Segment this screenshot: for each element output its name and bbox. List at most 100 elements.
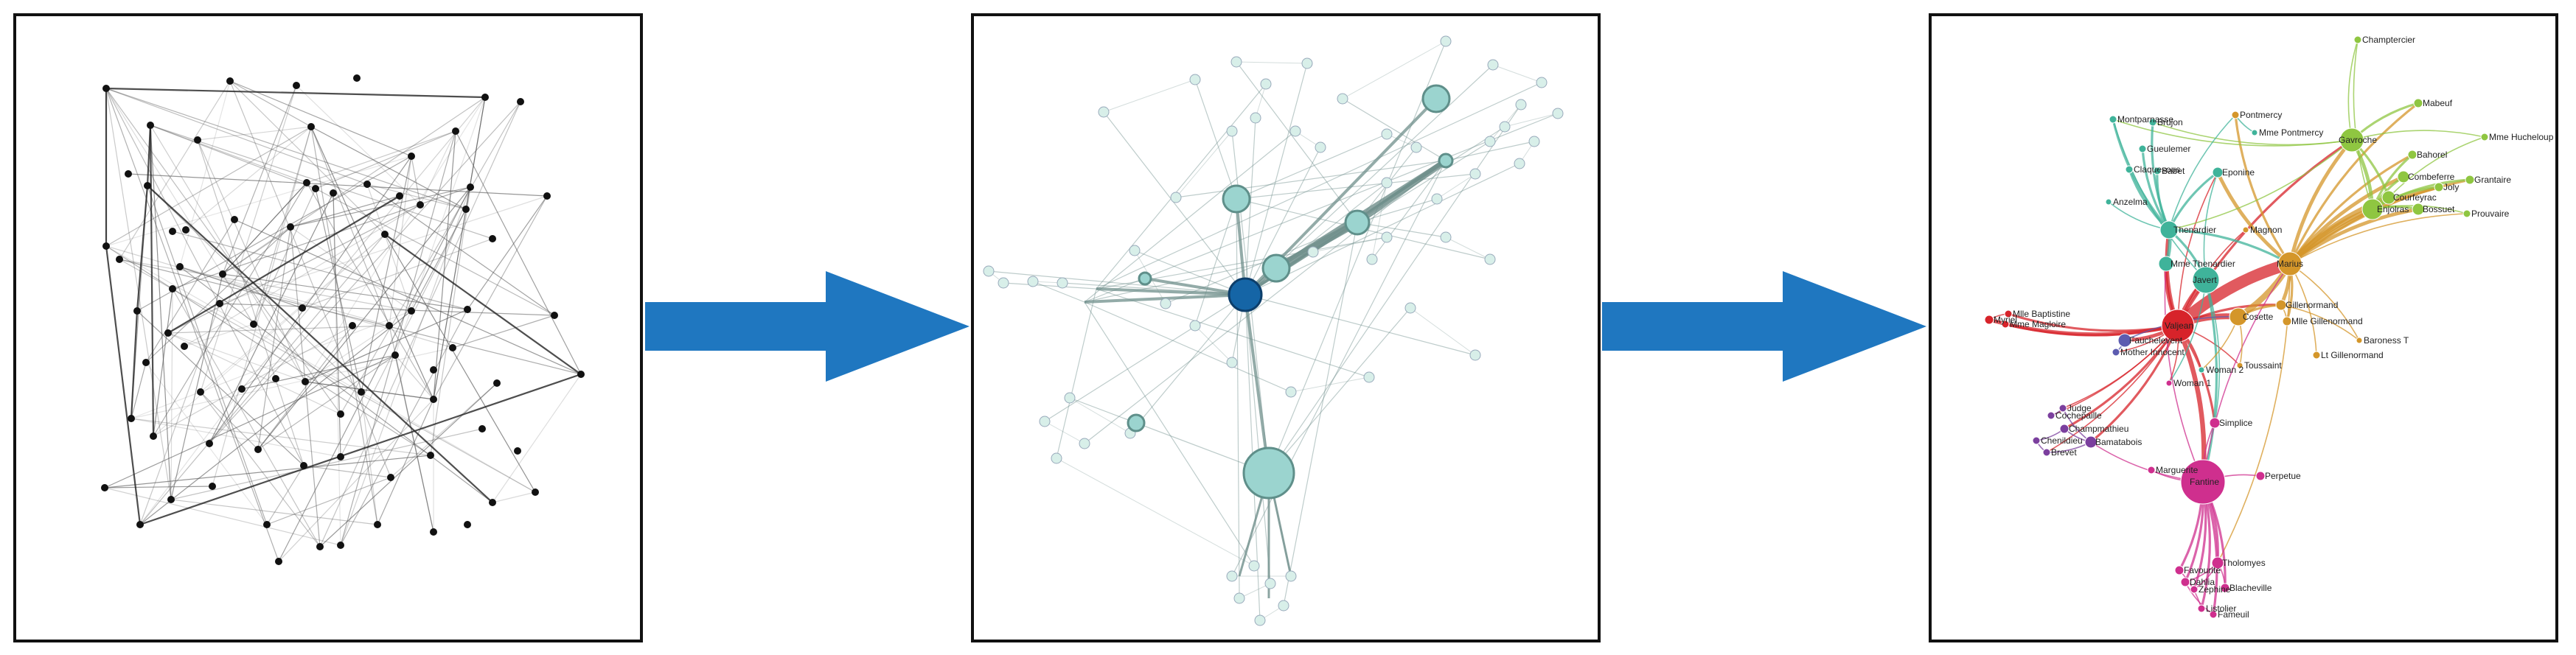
random-edge	[340, 186, 471, 546]
community-node	[2105, 198, 2112, 206]
random-edge-strong	[384, 234, 582, 375]
force-node	[1127, 413, 1146, 432]
random-edge	[105, 88, 341, 415]
force-node-small	[1260, 78, 1272, 90]
random-edge	[389, 155, 412, 326]
community-edge	[2288, 153, 2413, 265]
force-edge	[1239, 583, 1271, 599]
random-edge	[366, 183, 467, 210]
character-label: Mlle Baptistine	[2013, 309, 2070, 319]
community-node	[2197, 604, 2206, 613]
random-edge	[200, 85, 297, 393]
community-node	[2229, 307, 2248, 326]
random-edge	[257, 325, 353, 450]
random-edge	[104, 455, 431, 488]
force-edge	[1410, 307, 1476, 356]
force-layout-graph	[983, 35, 1564, 626]
random-edge	[278, 186, 471, 562]
force-edge	[1268, 41, 1447, 474]
force-node-small	[1528, 136, 1540, 147]
community-node	[2148, 118, 2157, 127]
community-edge	[2152, 122, 2353, 146]
random-edge	[310, 126, 467, 210]
random-edge	[296, 85, 421, 206]
character-label: Baroness T	[2364, 335, 2409, 346]
force-edge	[1231, 160, 1447, 577]
force-edge	[1084, 160, 1447, 444]
character-label: Cochepaille	[2055, 410, 2102, 421]
community-node	[2165, 379, 2173, 387]
force-node-small	[1431, 193, 1443, 205]
community-node	[2117, 333, 2132, 348]
random-edge-strong	[149, 125, 155, 437]
random-edge	[150, 125, 316, 189]
force-edge	[1492, 64, 1542, 83]
community-edge	[2168, 139, 2353, 231]
force-edge-strong	[1244, 294, 1270, 474]
random-edge	[105, 88, 467, 210]
random-edge	[105, 88, 254, 325]
community-edge	[2201, 279, 2218, 483]
community-node	[2032, 436, 2041, 445]
random-edge	[492, 374, 582, 503]
random-node	[478, 425, 486, 432]
community-edge	[2151, 122, 2171, 231]
force-edge	[1245, 294, 1271, 584]
random-node	[337, 410, 344, 418]
character-label: Cosette	[2243, 312, 2274, 322]
force-edge	[1236, 198, 1240, 599]
force-edge	[1312, 237, 1388, 253]
force-edge	[1268, 104, 1522, 474]
random-edge	[290, 226, 306, 382]
character-label: Gillenormand	[2286, 300, 2338, 310]
force-edge	[1134, 250, 1246, 295]
random-edge	[340, 309, 468, 546]
random-node	[349, 322, 356, 329]
community-node	[2211, 556, 2224, 570]
character-label: Mme Pontmercy	[2259, 127, 2323, 138]
force-node	[1421, 84, 1451, 113]
random-edge	[105, 88, 279, 562]
random-node	[381, 231, 389, 238]
force-node-small	[998, 277, 1009, 289]
community-node	[2251, 129, 2258, 136]
random-edge	[394, 354, 434, 400]
character-label: Fameuil	[2218, 609, 2249, 620]
random-edge	[130, 418, 341, 458]
character-label: Joly	[2443, 182, 2459, 192]
random-edge	[167, 332, 306, 382]
random-node	[417, 201, 424, 209]
force-node-small	[1129, 245, 1141, 256]
force-edge-strong	[1096, 287, 1246, 296]
community-node	[2209, 417, 2221, 429]
community-node	[2397, 170, 2410, 183]
community-edge	[2372, 178, 2471, 211]
force-node-small	[1484, 253, 1496, 265]
random-node	[514, 447, 521, 455]
community-edge	[2288, 102, 2419, 265]
community-edge	[2005, 323, 2179, 337]
random-edge	[394, 354, 434, 533]
random-edge	[304, 325, 390, 382]
community-node	[2242, 226, 2249, 234]
force-node-small	[1289, 125, 1301, 137]
character-label: Claquesous	[2134, 164, 2180, 175]
force-edge	[1342, 98, 1447, 161]
random-edge	[430, 186, 471, 456]
force-node-small	[1039, 416, 1051, 427]
random-edge	[390, 382, 498, 478]
force-node-small	[1381, 177, 1393, 189]
character-label: Tholomyes	[2222, 558, 2266, 568]
community-node	[2312, 351, 2321, 360]
community-node	[2277, 251, 2302, 276]
random-edge	[209, 155, 412, 444]
force-edge	[1445, 141, 1535, 161]
force-node-small	[1226, 570, 1238, 582]
force-edge	[1245, 117, 1256, 295]
force-node-small	[1404, 302, 1416, 314]
force-node-small	[1337, 93, 1348, 105]
random-node	[387, 474, 394, 481]
random-edge	[153, 234, 386, 437]
force-layout-panel	[971, 13, 1601, 642]
community-node	[2042, 448, 2051, 457]
